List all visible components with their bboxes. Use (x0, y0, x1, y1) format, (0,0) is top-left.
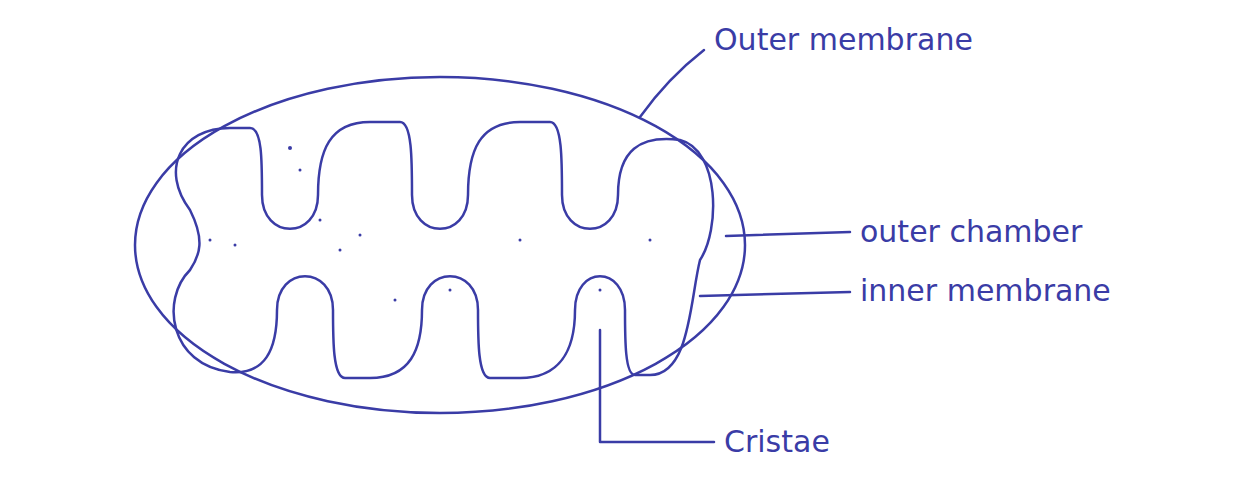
part-label: Cristae (722, 424, 832, 460)
matrix-dots (209, 146, 652, 302)
part-label: inner membrane (858, 273, 1113, 309)
part-label: outer chamber (858, 214, 1084, 250)
leader-line (600, 330, 714, 442)
leader-line (726, 232, 850, 236)
inner-membrane-outline (174, 122, 714, 378)
outer-membrane-outline (135, 77, 745, 413)
leader-line (700, 292, 850, 296)
part-label: Outer membrane (712, 22, 975, 58)
leader-line (640, 50, 704, 117)
